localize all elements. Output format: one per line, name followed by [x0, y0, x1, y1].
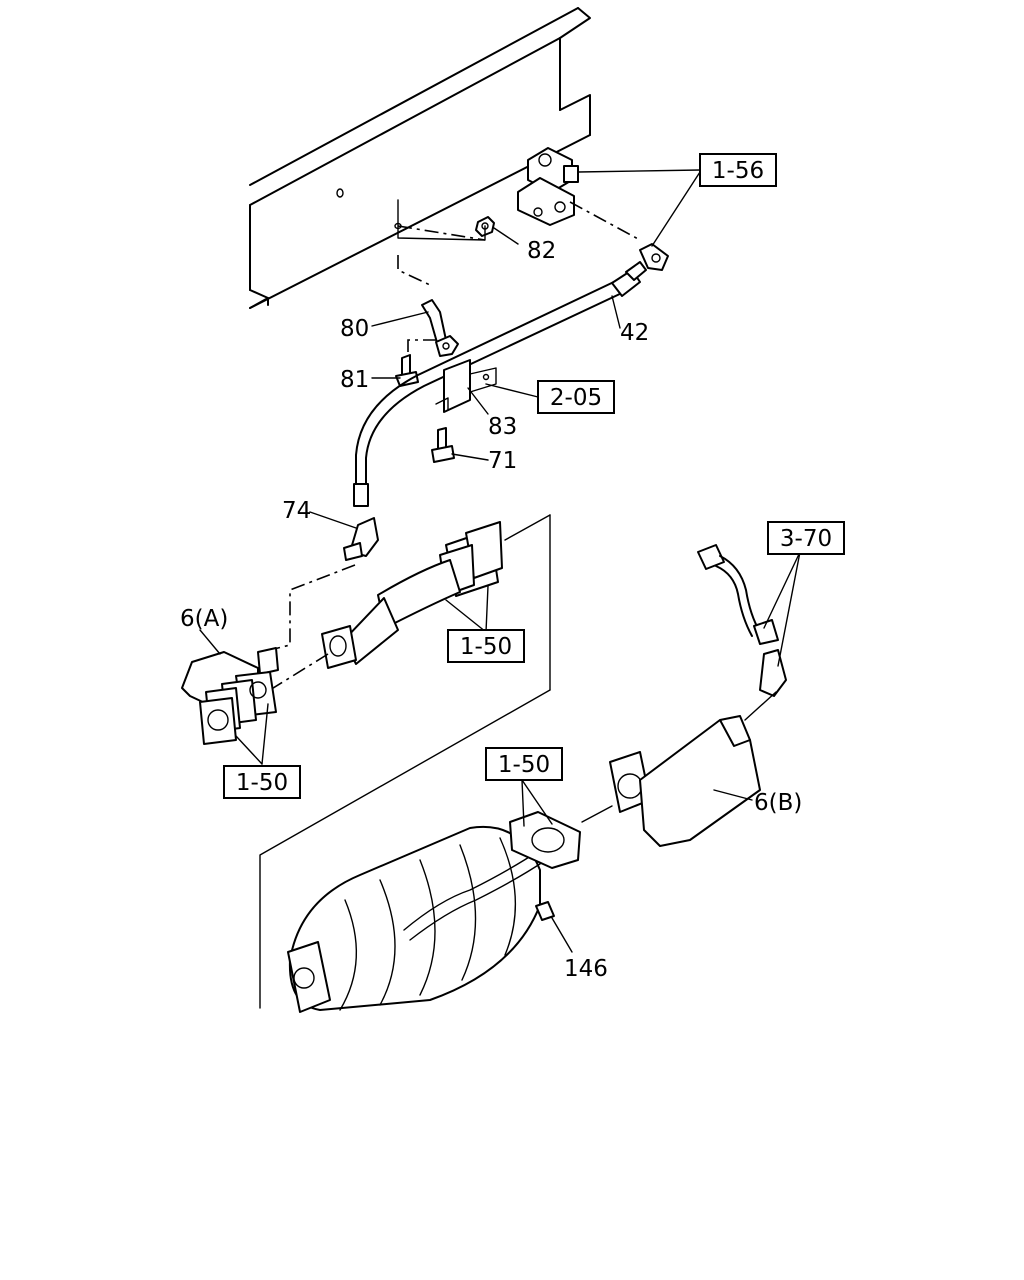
- ref-box-1-56: [699, 153, 777, 187]
- label-1-50-a: 1-50: [460, 634, 512, 660]
- fitting-74: [343, 517, 379, 561]
- ref-box-1-50-a: [447, 629, 525, 663]
- sensor-leader-dash: [569, 201, 641, 241]
- ref-box-3-70: [767, 521, 845, 555]
- label-71: 71: [488, 448, 517, 474]
- leader-lines: [199, 169, 801, 953]
- pressure-sensor-part: [517, 147, 579, 226]
- label-6b: 6(B): [754, 790, 802, 816]
- flange-6a: [181, 647, 279, 745]
- label-1-50-b: 1-50: [236, 770, 288, 796]
- label-3-70: 3-70: [780, 526, 832, 552]
- exhaust-pipe-assembly: [321, 521, 503, 669]
- nut-leader-dash: [397, 225, 486, 241]
- ref-box-2-05: [537, 380, 615, 414]
- label-81: 81: [340, 367, 369, 393]
- label-6a: 6(A): [180, 606, 228, 632]
- pipe-42: [353, 261, 647, 507]
- bolt-71: [431, 427, 455, 463]
- boundary-line-lower: [259, 689, 551, 1009]
- guide-dash-b: [269, 653, 329, 691]
- guide-dash-a: [269, 564, 356, 651]
- flange-6b-guide: [581, 805, 613, 823]
- dpf-canister: [287, 811, 581, 1013]
- elbow-fitting-top: [639, 243, 669, 271]
- bracket-guide: [397, 199, 486, 241]
- label-82: 82: [527, 238, 556, 264]
- boundary-line-top: [504, 514, 551, 541]
- label-2-05: 2-05: [550, 385, 602, 411]
- ref-box-1-50-b: [223, 765, 301, 799]
- o2-guide: [744, 691, 777, 721]
- flange-6b: [609, 715, 761, 847]
- label-1-56: 1-56: [712, 158, 764, 184]
- label-83: 83: [488, 414, 517, 440]
- o2-sensor-3-70: [697, 544, 787, 697]
- bracket-80: [421, 299, 459, 357]
- bolt-81: [395, 354, 419, 387]
- bolt-81-guide: [407, 339, 440, 352]
- ref-box-1-50-c: [485, 747, 563, 781]
- label-80: 80: [340, 316, 369, 342]
- clamp-83: [435, 359, 497, 413]
- bracket-guide-dash: [397, 255, 431, 286]
- label-74: 74: [282, 498, 311, 524]
- label-42: 42: [620, 320, 649, 346]
- label-1-50-c: 1-50: [498, 752, 550, 778]
- label-146: 146: [564, 956, 608, 982]
